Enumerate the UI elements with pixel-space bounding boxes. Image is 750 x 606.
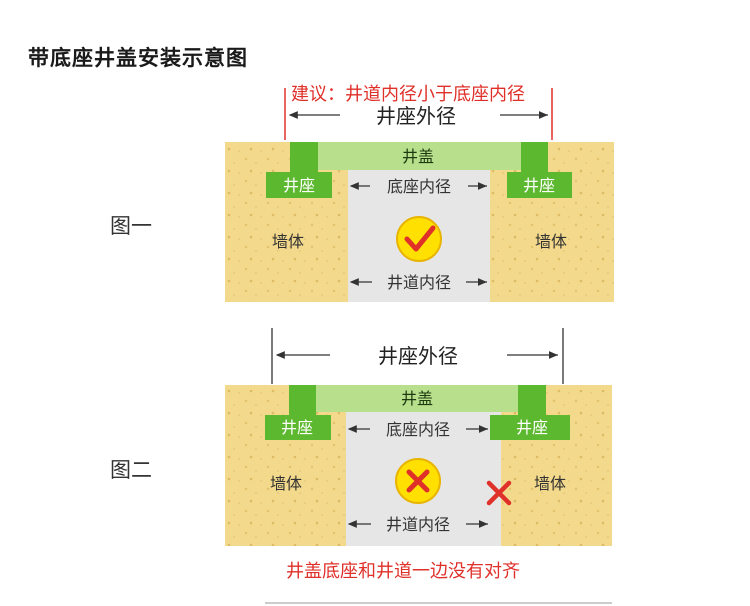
figure2-outer-diameter-label: 井座外径 xyxy=(378,344,458,368)
figure1-label: 图一 xyxy=(110,214,152,238)
figure1-base-inner-label: 底座内径 xyxy=(387,177,451,196)
figure2-seat-right-label: 井座 xyxy=(516,418,548,437)
figure1-cover-label: 井盖 xyxy=(402,147,434,166)
figure1-seat-left xyxy=(266,142,332,198)
figure1-advice: 建议：井道内径小于底座内径 xyxy=(291,84,525,105)
page-title: 带底座井盖安装示意图 xyxy=(28,46,248,70)
figure2-seat-left xyxy=(265,385,331,440)
figure2-cover-label: 井盖 xyxy=(401,389,433,408)
figure2-label: 图二 xyxy=(110,458,152,482)
figure2-wall-left-label: 墙体 xyxy=(270,474,302,493)
figure1-seat-left-label: 井座 xyxy=(283,176,315,195)
figure1-shaft-inner-label: 井道内径 xyxy=(387,273,451,292)
figure2-wall-right-label: 墙体 xyxy=(534,474,566,493)
cross-icon xyxy=(395,458,441,504)
figure2-cover xyxy=(316,385,518,412)
figure2-warning: 井盖底座和井道一边没有对齐 xyxy=(286,561,520,582)
figure1-outer-diameter-label: 井座外径 xyxy=(376,104,456,128)
figure1-cover xyxy=(318,142,521,170)
figure1-seat-right-label: 井座 xyxy=(523,176,555,195)
figure2-base-inner-label: 底座内径 xyxy=(386,420,450,439)
figure1-wall-right-label: 墙体 xyxy=(535,232,567,251)
figure2-seat-right xyxy=(490,385,570,440)
figure2-shaft-inner-label: 井道内径 xyxy=(386,515,450,534)
figure2-seat-left-label: 井座 xyxy=(281,418,313,437)
misaligned-edge-cross-icon xyxy=(486,480,512,506)
figure2-outer-diameter-bracket xyxy=(271,328,564,384)
check-icon xyxy=(396,216,442,262)
figure1-advice-bracket xyxy=(284,88,553,140)
figure1-wall-left-label: 墙体 xyxy=(272,232,304,251)
figure1-seat-right xyxy=(507,142,572,198)
